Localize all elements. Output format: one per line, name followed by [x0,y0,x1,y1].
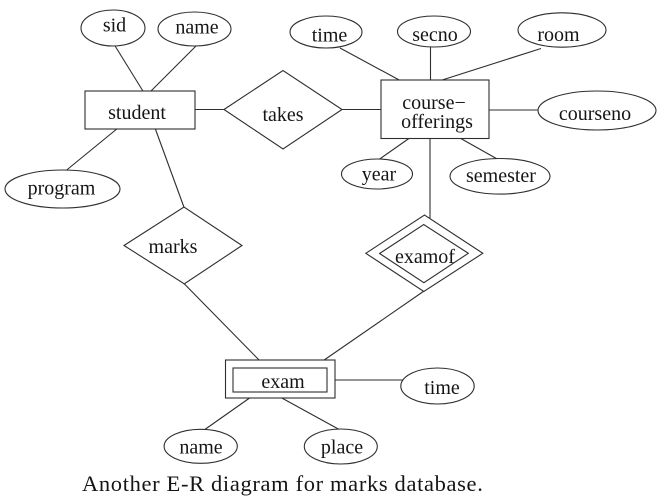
svg-text:place: place [321,437,363,459]
svg-text:time: time [424,377,460,399]
svg-text:sid: sid [103,15,126,37]
svg-text:offerings: offerings [401,111,473,133]
svg-text:exam: exam [261,371,305,393]
svg-text:name: name [175,17,218,39]
svg-text:name: name [179,436,222,458]
svg-text:program: program [28,178,96,200]
svg-text:semester: semester [466,165,536,187]
svg-text:year: year [362,164,397,186]
svg-text:room: room [537,24,580,46]
svg-text:Another E-R diagram for marks: Another E-R diagram for marks database. [82,471,483,496]
svg-text:examof: examof [395,246,455,268]
svg-text:student: student [108,102,166,124]
svg-text:secno: secno [412,24,458,46]
svg-text:course−: course− [402,92,465,114]
svg-text:time: time [312,25,348,47]
svg-text:marks: marks [149,236,198,258]
svg-text:takes: takes [262,104,303,126]
svg-text:courseno: courseno [559,103,631,125]
